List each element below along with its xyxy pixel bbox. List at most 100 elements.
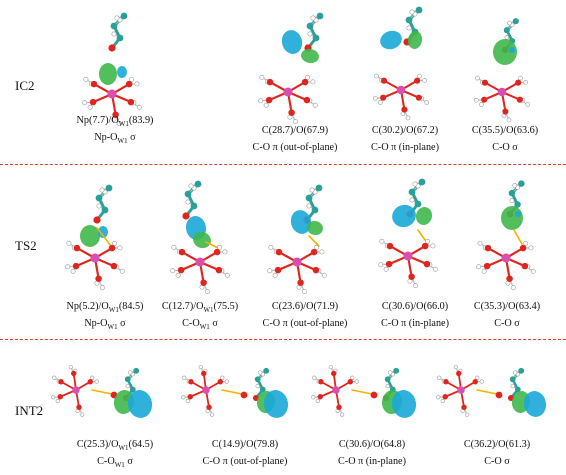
- hydrogen-atom: [432, 266, 438, 272]
- carbon-atom: [418, 178, 426, 186]
- bond-type: Np-OW1 σ: [94, 132, 136, 146]
- hydrogen-atom: [412, 283, 418, 289]
- orbital-lobe: [391, 390, 417, 418]
- carbon-atom: [415, 6, 423, 14]
- orbital-composition: C(30.2)/O(67.2): [371, 125, 439, 136]
- hydrogen-atom: [510, 285, 516, 291]
- hydrogen-atom: [388, 370, 393, 375]
- hydrogen-atom: [412, 181, 418, 187]
- molecule-render: [258, 12, 324, 125]
- hydrogen-atom: [372, 95, 378, 101]
- bond-type: C-OW1 σ: [182, 318, 218, 332]
- hydrogen-atom: [453, 364, 458, 370]
- neptunium-atom: [396, 85, 406, 95]
- hydrogen-atom: [512, 183, 518, 188]
- carbon-atom: [306, 22, 314, 30]
- hydrogen-atom: [430, 243, 436, 249]
- hydrogen-atom: [379, 238, 385, 244]
- oxygen-atom: [90, 80, 98, 88]
- carbon-atom: [408, 188, 416, 196]
- orbital-lobe: [307, 220, 323, 236]
- neptunium-atom: [202, 386, 210, 394]
- hydrogen-atom: [436, 395, 441, 400]
- hydrogen-atom: [136, 104, 142, 110]
- hydrogen-atom: [258, 370, 263, 375]
- hydrogen-atom: [99, 285, 105, 291]
- hydrogen-atom: [425, 238, 430, 244]
- neptunium-atom: [107, 89, 117, 99]
- row-label-ic2: IC2: [15, 78, 35, 93]
- hydrogen-atom: [301, 289, 307, 295]
- orbital-lobe: [501, 206, 523, 230]
- orbital-lobe: [98, 226, 108, 238]
- orbital-composition: C(14.9)/O(79.8): [211, 439, 279, 450]
- hydrogen-atom: [530, 268, 536, 274]
- bond-stick: [308, 235, 320, 247]
- orbital-lobe: [193, 231, 211, 249]
- orbital-lobe: [80, 225, 100, 247]
- hydrogen-atom: [116, 121, 122, 127]
- orbital-lobe: [407, 31, 423, 49]
- oxygen-atom: [401, 106, 408, 113]
- neptunium-atom: [283, 87, 293, 97]
- oxygen-atom: [414, 77, 421, 84]
- carbon-atom: [514, 386, 521, 393]
- oxygen-atom: [386, 242, 394, 250]
- orbital-composition: C(35.5)/O(63.6): [471, 125, 539, 136]
- bond-type: C-O π (out-of-plane): [202, 456, 288, 468]
- hydrogen-atom: [479, 102, 484, 107]
- panel-caption: C(14.9)/O(79.8) C-O π (out-of-plane): [180, 438, 310, 472]
- oxygen-atom: [317, 394, 323, 400]
- hydrogen-atom: [267, 268, 273, 274]
- hydrogen-atom: [525, 102, 531, 107]
- panel-caption: C(30.6)/O(64.8) C-O π (in-plane): [307, 438, 437, 472]
- oxygen-atom: [188, 379, 194, 385]
- hydrogen-atom: [475, 75, 480, 81]
- int2-panel-1: C(25.3)/OW1(64.5) C-OW1 σ: [50, 350, 180, 475]
- hydrogen-atom: [507, 20, 512, 26]
- oxygen-atom: [87, 379, 93, 385]
- oxygen-atom: [57, 394, 63, 400]
- orbital-composition: C(36.2)/O(61.3): [463, 439, 531, 450]
- ts2-panel-2: C(12.7)/OW1(75.5) C-OW1 σ: [140, 170, 260, 340]
- oxygen-atom: [380, 77, 388, 84]
- neptunium-atom: [497, 87, 507, 97]
- hydrogen-atom: [83, 76, 89, 82]
- oxygen-atom: [312, 266, 320, 274]
- hydrogen-atom: [518, 75, 523, 81]
- bond-type: C-O π (in-plane): [338, 456, 406, 468]
- hydrogen-atom: [319, 249, 325, 255]
- hydrogen-atom: [185, 199, 191, 205]
- panel-caption: C(35.5)/O(63.6) C-O σ: [440, 124, 566, 158]
- row-divider-2: [0, 339, 566, 340]
- oxygen-atom: [178, 248, 186, 256]
- hydrogen-atom: [481, 268, 487, 274]
- oxygen-atom: [456, 370, 462, 377]
- ic2-panel-4: C(35.5)/O(63.6) C-O σ: [450, 0, 560, 160]
- orbital-lobe: [493, 39, 517, 65]
- hydrogen-atom: [99, 187, 105, 193]
- hydrogen-atom: [383, 266, 389, 272]
- hydrogen-atom: [528, 245, 534, 251]
- hydrogen-atom: [465, 412, 470, 417]
- hydrogen-atom: [170, 268, 176, 274]
- hydrogen-atom: [175, 272, 181, 278]
- int2-panel-3: C(30.6)/O(64.8) C-O π (in-plane): [310, 350, 435, 475]
- ts2-panel-4: C(30.6)/O(66.0) C-O π (in-plane): [360, 170, 470, 340]
- hydrogen-atom: [310, 15, 316, 21]
- hydrogen-atom: [328, 364, 333, 370]
- hydrogen-atom: [66, 240, 72, 246]
- hydrogen-atom: [263, 102, 269, 108]
- hydrogen-atom: [220, 375, 225, 380]
- carbon-atom: [110, 22, 118, 30]
- hydrogen-atom: [312, 375, 317, 380]
- oxygen-atom: [521, 262, 529, 270]
- orbital-lobe: [415, 207, 433, 225]
- orbital-composition: Np(5.2)/OW1(84.5): [66, 301, 144, 315]
- panel-caption: C(23.6)/O(71.9) C-O π (out-of-plane): [240, 300, 370, 334]
- molecule-group: [436, 364, 547, 417]
- hydrogen-atom: [259, 74, 265, 80]
- carbon-atom: [133, 367, 140, 374]
- molecule-group: [181, 364, 289, 418]
- carbon-atom: [95, 194, 103, 202]
